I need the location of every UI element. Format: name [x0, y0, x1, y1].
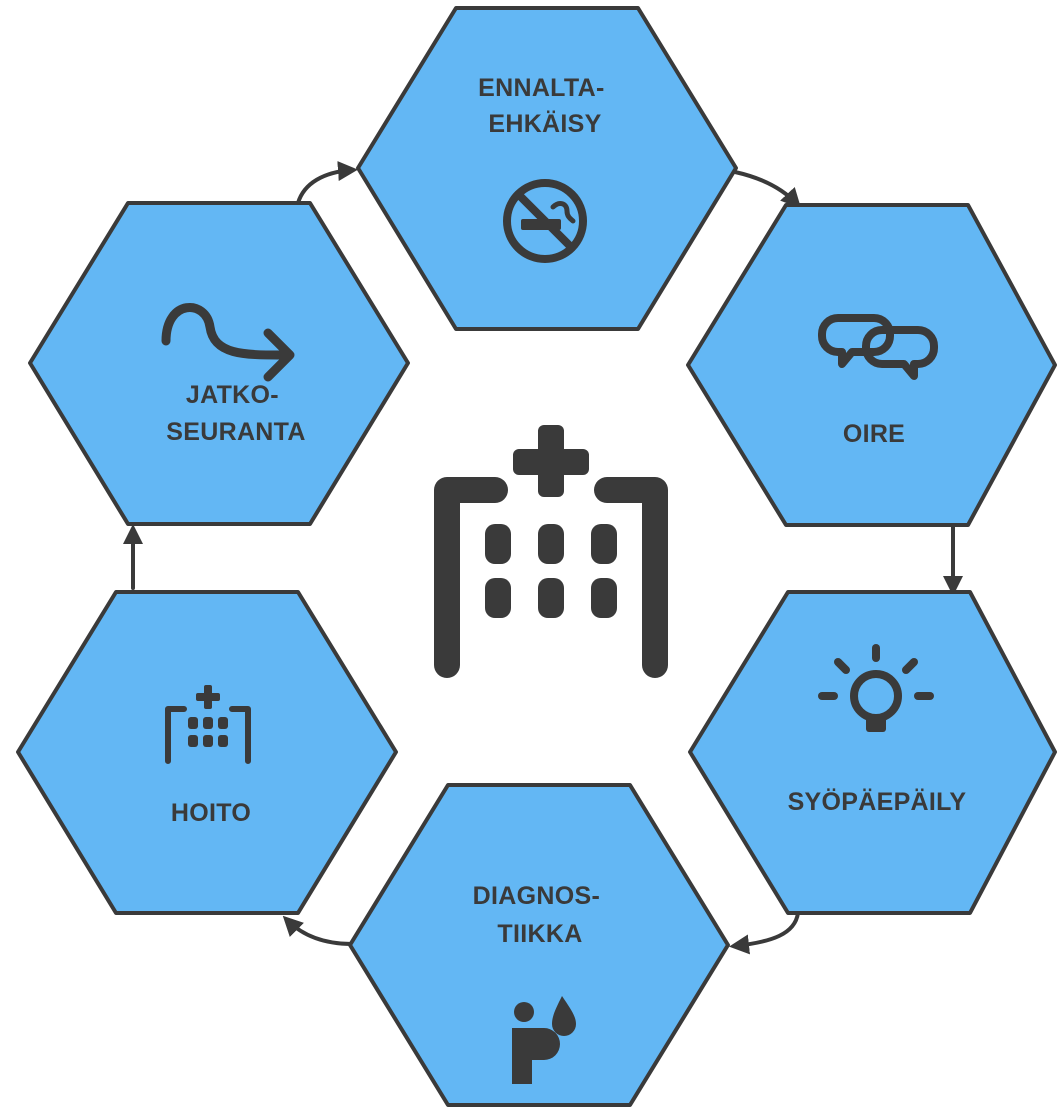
hexagon-ennaltaehkaisy [356, 6, 738, 331]
center-hospital-icon [434, 425, 668, 678]
label-diagnostiikka-line-2: TIIKKA [497, 920, 582, 948]
no-smoking-icon [503, 179, 587, 263]
hexagon-hoito [16, 590, 398, 915]
label-syopaepaily: SYÖPÄEPÄILY [788, 787, 967, 816]
arrow-diagnos-to-hoito [282, 915, 354, 946]
hospital-icon [165, 685, 251, 764]
hexagon-diagnostiikka [348, 783, 730, 1107]
label-jatkoseuranta: JATKO- SEURANTA [166, 381, 305, 446]
arrow-syopa-to-diagnos [729, 911, 800, 955]
label-ennaltaehkaisy-line-1: ENNALTA- [478, 74, 604, 102]
label-oire: OIRE [843, 420, 905, 448]
curvy-arrow-icon [161, 303, 295, 382]
arrow-jatko-to-ennalta [296, 161, 358, 205]
label-ennaltaehkaisy: ENNALTA- EHKÄISY [478, 74, 612, 138]
label-ennaltaehkaisy-line-2: EHKÄISY [488, 110, 601, 138]
cycle-arrows [123, 161, 963, 955]
label-jatkoseuranta-line-1: JATKO- [186, 381, 279, 409]
speech-bubbles-icon [818, 314, 938, 380]
arrow-ennalta-to-oire [733, 170, 802, 209]
label-oire-line-1: OIRE [843, 420, 905, 448]
label-hoito: HOITO [171, 799, 251, 827]
label-hoito-line-1: HOITO [171, 799, 251, 827]
label-diagnostiikka: DIAGNOS- TIIKKA [473, 882, 608, 948]
blood-drop-person-icon [512, 996, 576, 1084]
label-syopaepaily-line-1: SYÖPÄEPÄILY [788, 787, 967, 816]
hexagon-jatkoseuranta [28, 201, 410, 526]
lightbulb-icon [818, 644, 934, 732]
label-jatkoseuranta-line-2: SEURANTA [166, 418, 305, 446]
label-diagnostiikka-line-1: DIAGNOS- [473, 882, 600, 910]
hexagon-syopaepaily [688, 590, 1057, 915]
